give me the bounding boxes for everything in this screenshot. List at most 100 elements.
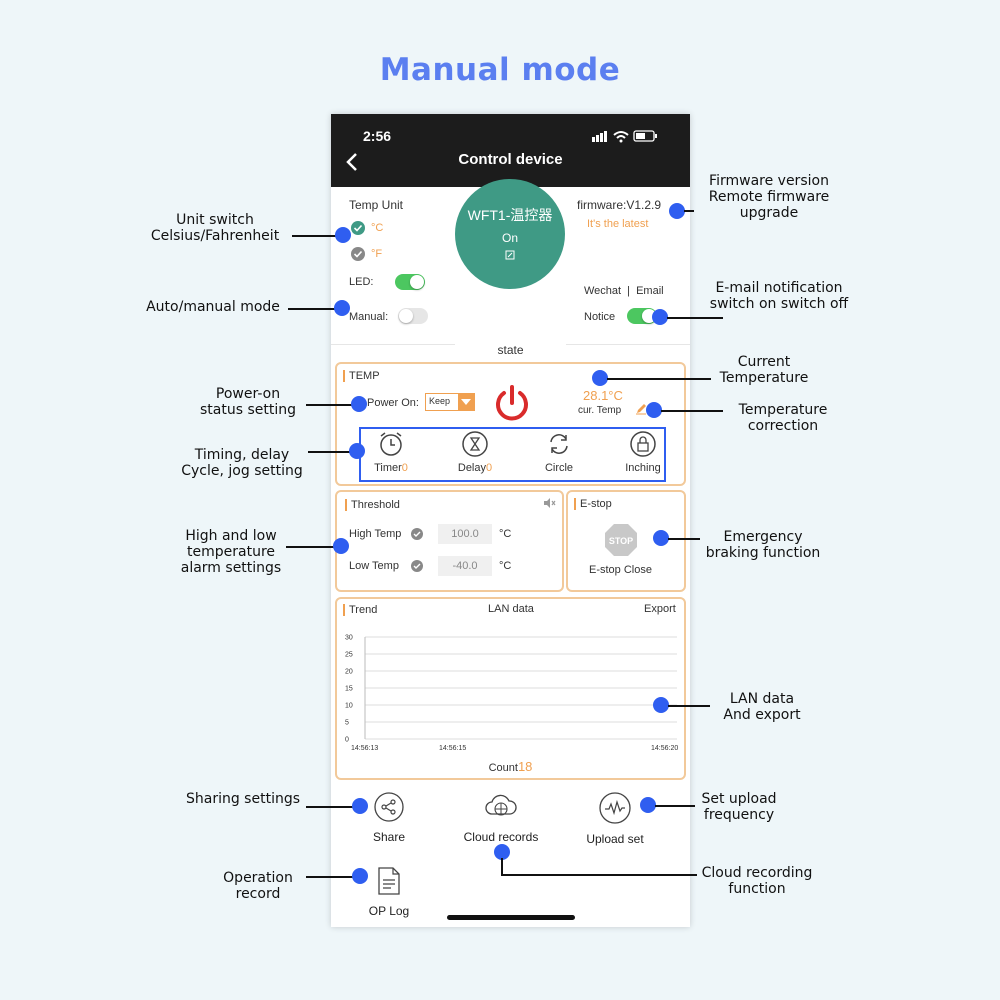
fahrenheit-option[interactable]: °F	[371, 248, 383, 260]
annotation-alarm-line1: High and low	[185, 528, 277, 544]
device-status-circle[interactable]: WFT1-温控器 On	[455, 179, 565, 289]
annotation-dot-brake	[653, 530, 669, 546]
timer-button[interactable]: Timer0	[361, 430, 421, 474]
high-temp-input[interactable]: 100.0	[438, 524, 492, 544]
annotation-dot-lan	[653, 697, 669, 713]
annotation-line-brake	[668, 538, 700, 540]
annotation-current: Current Temperature	[706, 354, 822, 386]
back-arrow-icon[interactable]	[341, 150, 365, 174]
header-title: Control device	[458, 151, 563, 168]
annotation-email-line1: E-mail notification	[715, 280, 843, 296]
firmware-version[interactable]: firmware:V1.2.9	[577, 198, 662, 212]
cloud-records-button[interactable]: Cloud records	[446, 792, 556, 844]
annotation-unit-line2: Celsius/Fahrenheit	[150, 228, 280, 244]
share-button[interactable]: Share	[334, 792, 444, 844]
chevron-down-icon	[461, 399, 471, 405]
trend-section	[335, 597, 686, 780]
annotation-current-line1: Current	[737, 354, 791, 370]
power-on-dropdown[interactable]	[458, 394, 474, 410]
annotation-firmware-line1: Firmware version	[709, 173, 829, 189]
annotation-power-line2: status setting	[199, 402, 296, 418]
temp-section	[335, 362, 686, 486]
celsius-check-icon[interactable]	[351, 221, 365, 235]
upload-set-button[interactable]: Upload set	[560, 792, 670, 846]
annotation-auto-line1: Auto/manual mode	[146, 299, 280, 315]
inching-label: Inching	[625, 462, 661, 474]
annotation-alarm: High and low temperature alarm settings	[176, 528, 286, 576]
circle-button[interactable]: Circle	[529, 430, 589, 474]
count-display: Count18	[331, 759, 690, 774]
annotation-timing-line2: Cycle, jog setting	[181, 463, 303, 479]
edit-icon[interactable]	[505, 250, 515, 260]
threshold-title: Threshold	[345, 499, 400, 511]
annotation-lan-line2: And export	[723, 707, 801, 723]
mute-icon[interactable]	[542, 496, 556, 510]
manual-toggle-knob	[399, 309, 413, 323]
power-on-select[interactable]: Keep	[425, 393, 475, 411]
annotation-lan-line1: LAN data	[729, 691, 795, 707]
annotation-unit-line1: Unit switch	[176, 212, 254, 228]
led-toggle-knob	[410, 275, 424, 289]
export-button[interactable]: Export	[644, 603, 676, 615]
annotation-line-email	[667, 317, 723, 319]
annotation-dot-share	[352, 798, 368, 814]
lan-data-button[interactable]: LAN data	[488, 603, 534, 615]
lock-icon	[630, 431, 656, 457]
status-time: 2:56	[363, 128, 392, 144]
y-tick-label: 30	[345, 635, 353, 642]
annotation-line-correction	[661, 410, 723, 412]
manual-toggle[interactable]	[398, 308, 428, 324]
power-on-value: Keep	[429, 396, 451, 406]
device-status: On	[501, 231, 518, 245]
firmware-status: It's the latest	[587, 218, 649, 230]
annotation-upload-line1: Set upload	[701, 791, 777, 807]
op-log-label: OP Log	[368, 904, 410, 918]
notify-channels: Wechat | Email	[584, 285, 664, 297]
annotation-cloud: Cloud recording function	[694, 865, 820, 897]
delay-label: Delay0	[445, 462, 505, 474]
annotation-lan: LAN data And export	[710, 691, 814, 723]
upload-set-label: Upload set	[586, 832, 644, 846]
celsius-option[interactable]: °C	[371, 222, 384, 234]
delay-button[interactable]: Delay0	[445, 430, 505, 474]
annotation-dot-oplog	[352, 868, 368, 884]
annotation-line-power	[306, 404, 354, 406]
annotation-timing-line1: Timing, delay	[194, 447, 290, 463]
annotation-correction: Temperature correction	[724, 402, 842, 434]
fahrenheit-check-icon[interactable]	[351, 247, 365, 261]
device-name: WFT1-温控器	[467, 207, 553, 223]
annotation-dot-auto	[334, 300, 350, 316]
power-button-icon[interactable]	[492, 383, 532, 423]
annotation-dot-upload	[640, 797, 656, 813]
annotation-line-timing	[308, 451, 352, 453]
temp-section-title: TEMP	[343, 370, 380, 382]
divider-left	[331, 344, 455, 345]
current-temp: 28.1°C	[583, 388, 623, 403]
share-icon	[374, 792, 404, 822]
status-bar-icons	[592, 130, 657, 143]
home-indicator[interactable]	[447, 915, 575, 920]
low-temp-check-icon[interactable]	[411, 560, 423, 572]
annotation-email-line2: switch on switch off	[709, 296, 849, 312]
annotation-dot-cloud	[494, 844, 510, 860]
led-toggle[interactable]	[395, 274, 425, 290]
stop-sign-icon[interactable]: STOP	[604, 523, 638, 557]
pencil-icon[interactable]	[635, 403, 647, 415]
annotation-auto: Auto/manual mode	[140, 299, 286, 315]
power-on-label: Power On:	[367, 397, 419, 409]
annotation-dot-timing	[349, 443, 365, 459]
alarm-clock-icon	[380, 432, 402, 456]
annotation-alarm-line2: temperature	[187, 544, 275, 560]
low-temp-input[interactable]: -40.0	[438, 556, 492, 576]
high-temp-check-icon[interactable]	[411, 528, 423, 540]
timer-label: Timer0	[361, 462, 421, 474]
inching-button[interactable]: Inching	[613, 430, 673, 474]
op-log-button[interactable]: OP Log	[334, 866, 444, 918]
annotation-vline-cloud	[501, 858, 503, 876]
high-temp-label: High Temp	[349, 528, 402, 540]
count-label: Count	[488, 762, 518, 774]
x-tick-label: 14:56:13	[351, 745, 378, 751]
annotation-line-oplog	[306, 876, 356, 878]
document-icon	[378, 867, 400, 895]
